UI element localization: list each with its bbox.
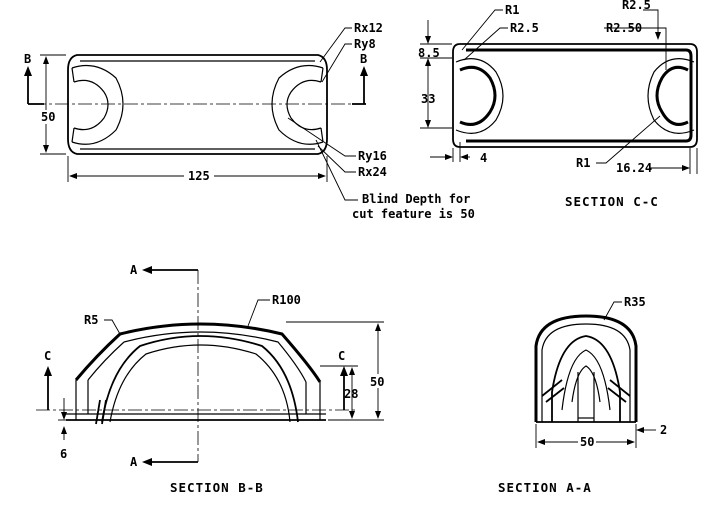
section-bb-outer-shell [119,322,322,383]
top-view: B B 50 125 Rx12 Ry8 Ry16 Rx24 Blind Dept… [24,21,475,221]
dim-length-125: 125 [188,169,210,183]
dim-16-24: 16.24 [616,161,652,175]
label-r1-bottom: R1 [576,156,590,170]
left-cut-outer [71,65,124,145]
note-blind-depth-1: Blind Depth for [362,192,470,206]
section-bb: A A C C 50 28 6 R100 R5 SECTI [36,263,386,495]
section-mark-b-left: B [24,52,31,66]
label-rx12: Rx12 [354,21,383,35]
right-cut-outer [271,65,324,145]
dim-33: 33 [421,92,435,106]
section-cc-wall [466,48,693,143]
label-rx24: Rx24 [358,165,387,179]
label-r2-50: R2.50 [606,21,642,35]
dim-2: 2 [660,423,667,437]
section-cc-outer [452,43,698,148]
label-r100: R100 [272,293,301,307]
section-bb-title: SECTION B-B [170,480,264,495]
section-bb-inner-arch [101,335,299,423]
section-aa: 50 2 R35 SECTION A-A [498,295,667,495]
label-ry8: Ry8 [354,37,376,51]
label-r35: R35 [624,295,646,309]
section-mark-c-right: C [338,349,345,363]
section-mark-a-top: A [130,263,138,277]
label-r2-5-right: R2.5 [622,0,651,12]
dim-8-5: 8.5 [418,46,440,60]
section-mark-c-left: C [44,349,51,363]
section-cc-title: SECTION C-C [565,194,659,209]
right-cut-inner [286,79,322,131]
note-blind-depth-2: cut feature is 50 [352,207,475,221]
section-aa-title: SECTION A-A [498,480,592,495]
label-ry16: Ry16 [358,149,387,163]
label-r1-top: R1 [505,3,519,17]
top-view-outline [67,54,328,155]
label-r2-5-left: R2.5 [510,21,539,35]
section-cc: 8.5 33 4 16.24 R1 R2.5 R2.5 R2.50 R1 SEC… [418,0,698,209]
section-mark-b-right: B [360,52,367,66]
section-aa-outer [534,314,638,422]
dim-4: 4 [480,151,487,165]
dim-height-50: 50 [41,110,55,124]
dim-28: 28 [344,387,358,401]
dim-50-aa: 50 [580,435,594,449]
label-r5: R5 [84,313,98,327]
dim-6: 6 [60,447,67,461]
dim-50-bb: 50 [370,375,384,389]
left-cut-inner [73,79,109,131]
section-mark-a-bottom: A [130,455,138,469]
